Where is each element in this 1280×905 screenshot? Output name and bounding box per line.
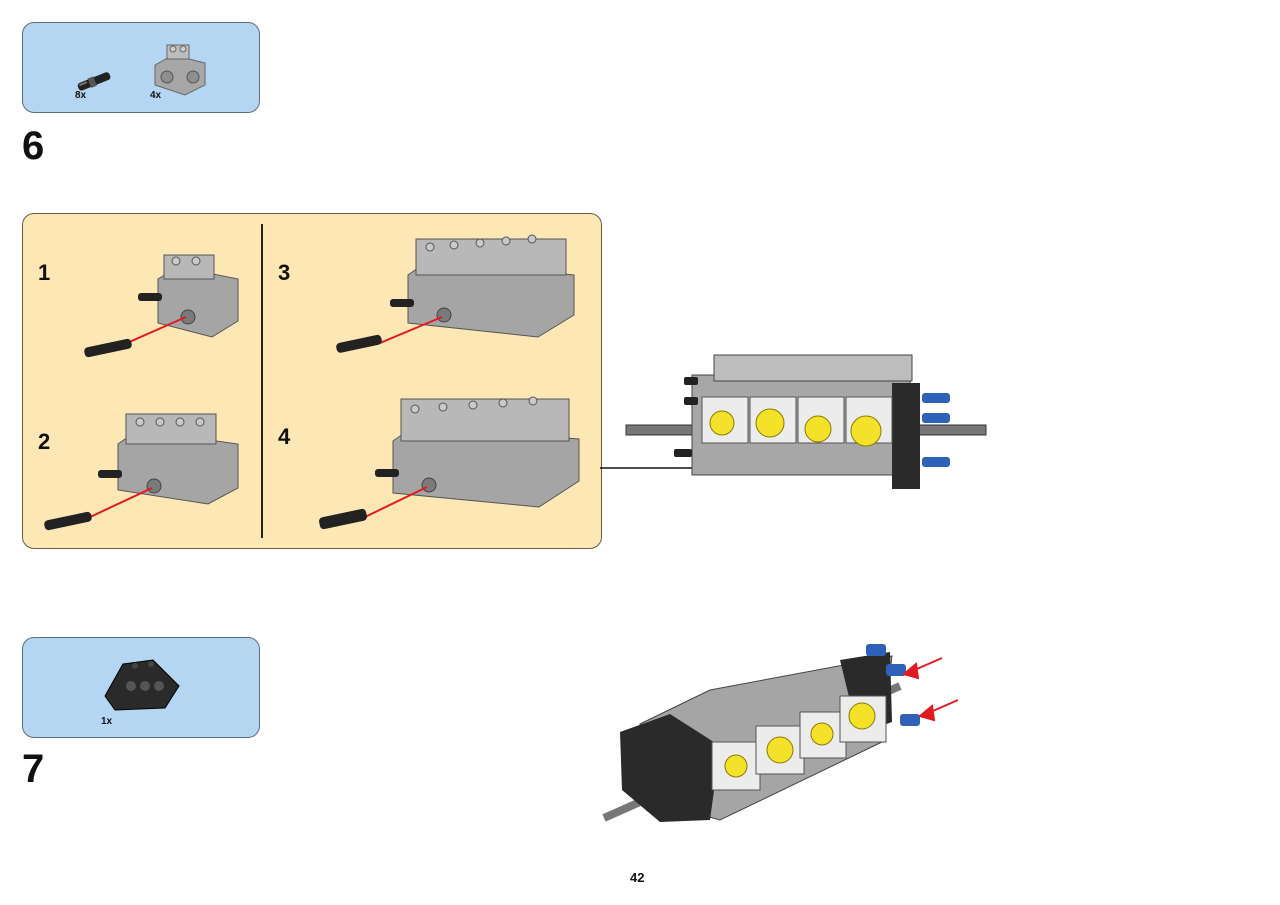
friction-pin-icon bbox=[77, 72, 111, 91]
substep-3-illustration bbox=[336, 234, 575, 353]
substep-divider bbox=[261, 224, 263, 538]
substep-number: 4 bbox=[278, 424, 291, 449]
black-engine-end-block-icon bbox=[104, 659, 180, 711]
part-qty: 1x bbox=[101, 716, 113, 727]
substep-panel: 1 2 3 4 bbox=[22, 213, 602, 549]
substep-number: 1 bbox=[38, 260, 51, 285]
substep-number: 2 bbox=[38, 429, 51, 454]
step-number: 7 bbox=[22, 747, 45, 791]
step-7-assembly bbox=[602, 644, 959, 822]
step-6-assembly bbox=[625, 354, 987, 489]
engine-block-icon bbox=[154, 44, 206, 96]
step-number: 6 bbox=[22, 124, 45, 168]
parts-list-step-7: 1x bbox=[22, 637, 260, 738]
substep-1-illustration bbox=[84, 254, 239, 358]
substep-2-illustration bbox=[44, 413, 239, 531]
part-qty: 8x bbox=[75, 90, 87, 101]
page-number: 42 bbox=[630, 870, 645, 885]
substep-number: 3 bbox=[278, 260, 291, 285]
part-qty: 4x bbox=[150, 90, 162, 101]
parts-list-step-6: 8x 4x bbox=[22, 22, 260, 113]
substep-4-illustration bbox=[319, 396, 580, 530]
